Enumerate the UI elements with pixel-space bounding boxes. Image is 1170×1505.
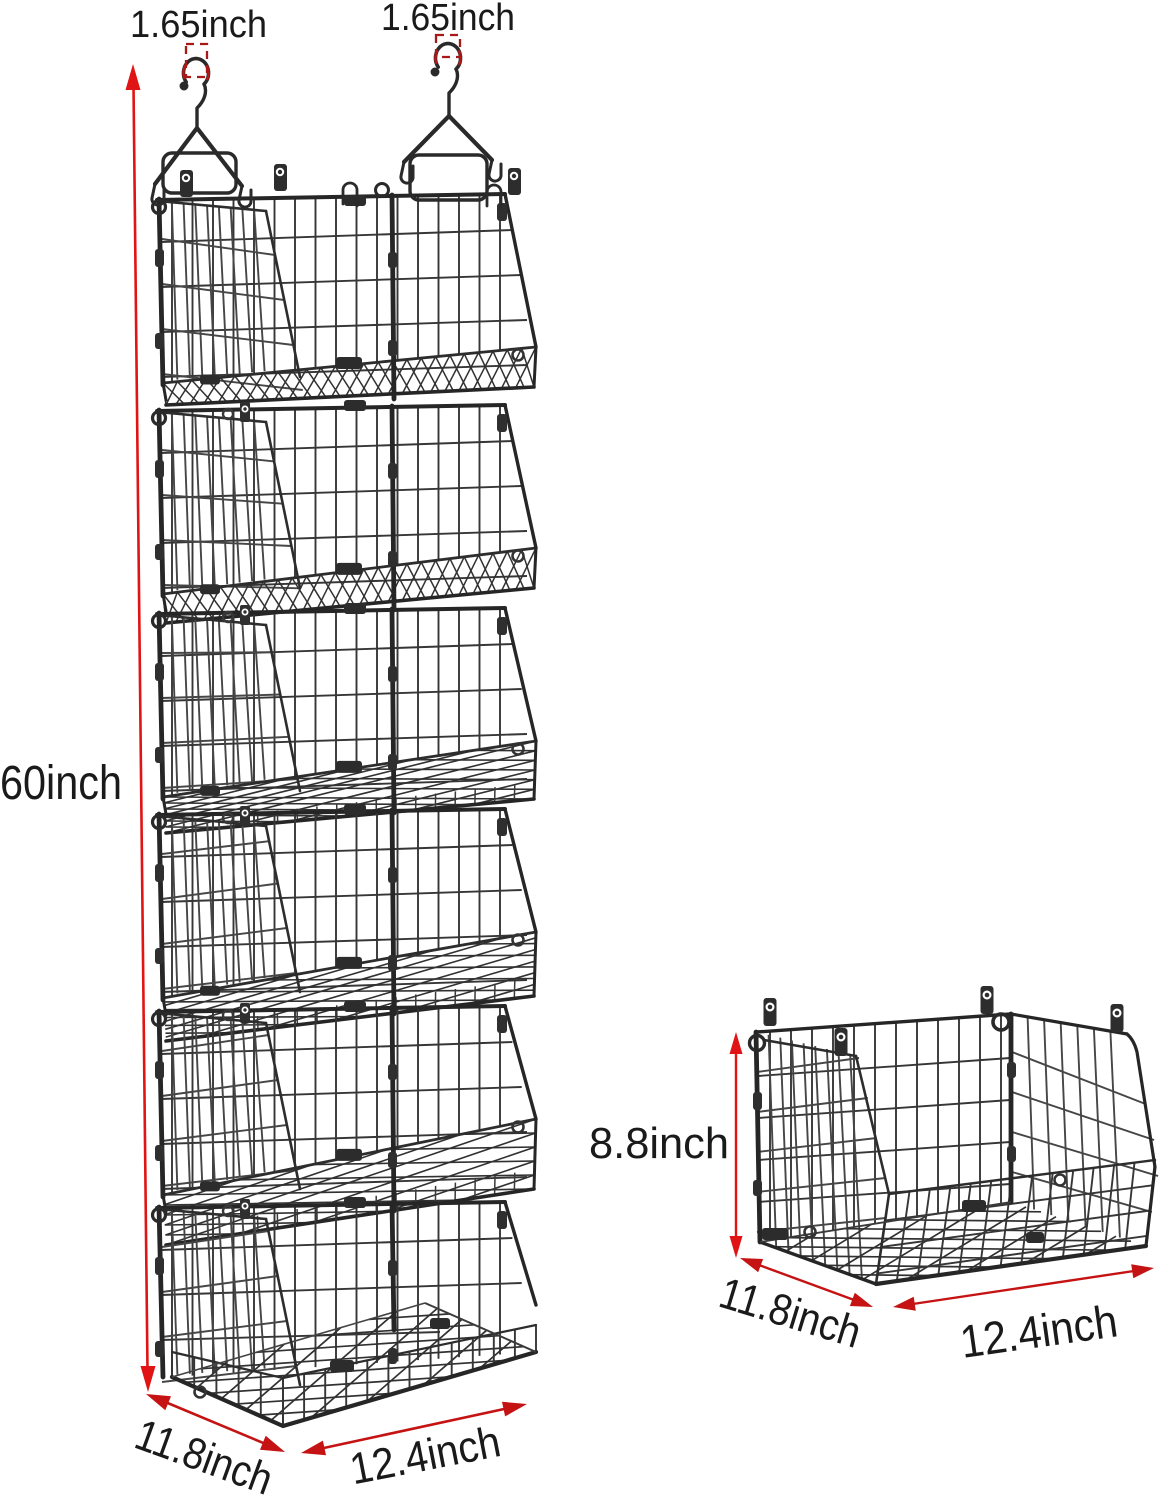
svg-text:60inch: 60inch bbox=[0, 757, 122, 810]
svg-text:1.65inch: 1.65inch bbox=[130, 4, 267, 46]
svg-text:8.8inch: 8.8inch bbox=[589, 1119, 729, 1168]
svg-text:1.65inch: 1.65inch bbox=[381, 0, 515, 39]
